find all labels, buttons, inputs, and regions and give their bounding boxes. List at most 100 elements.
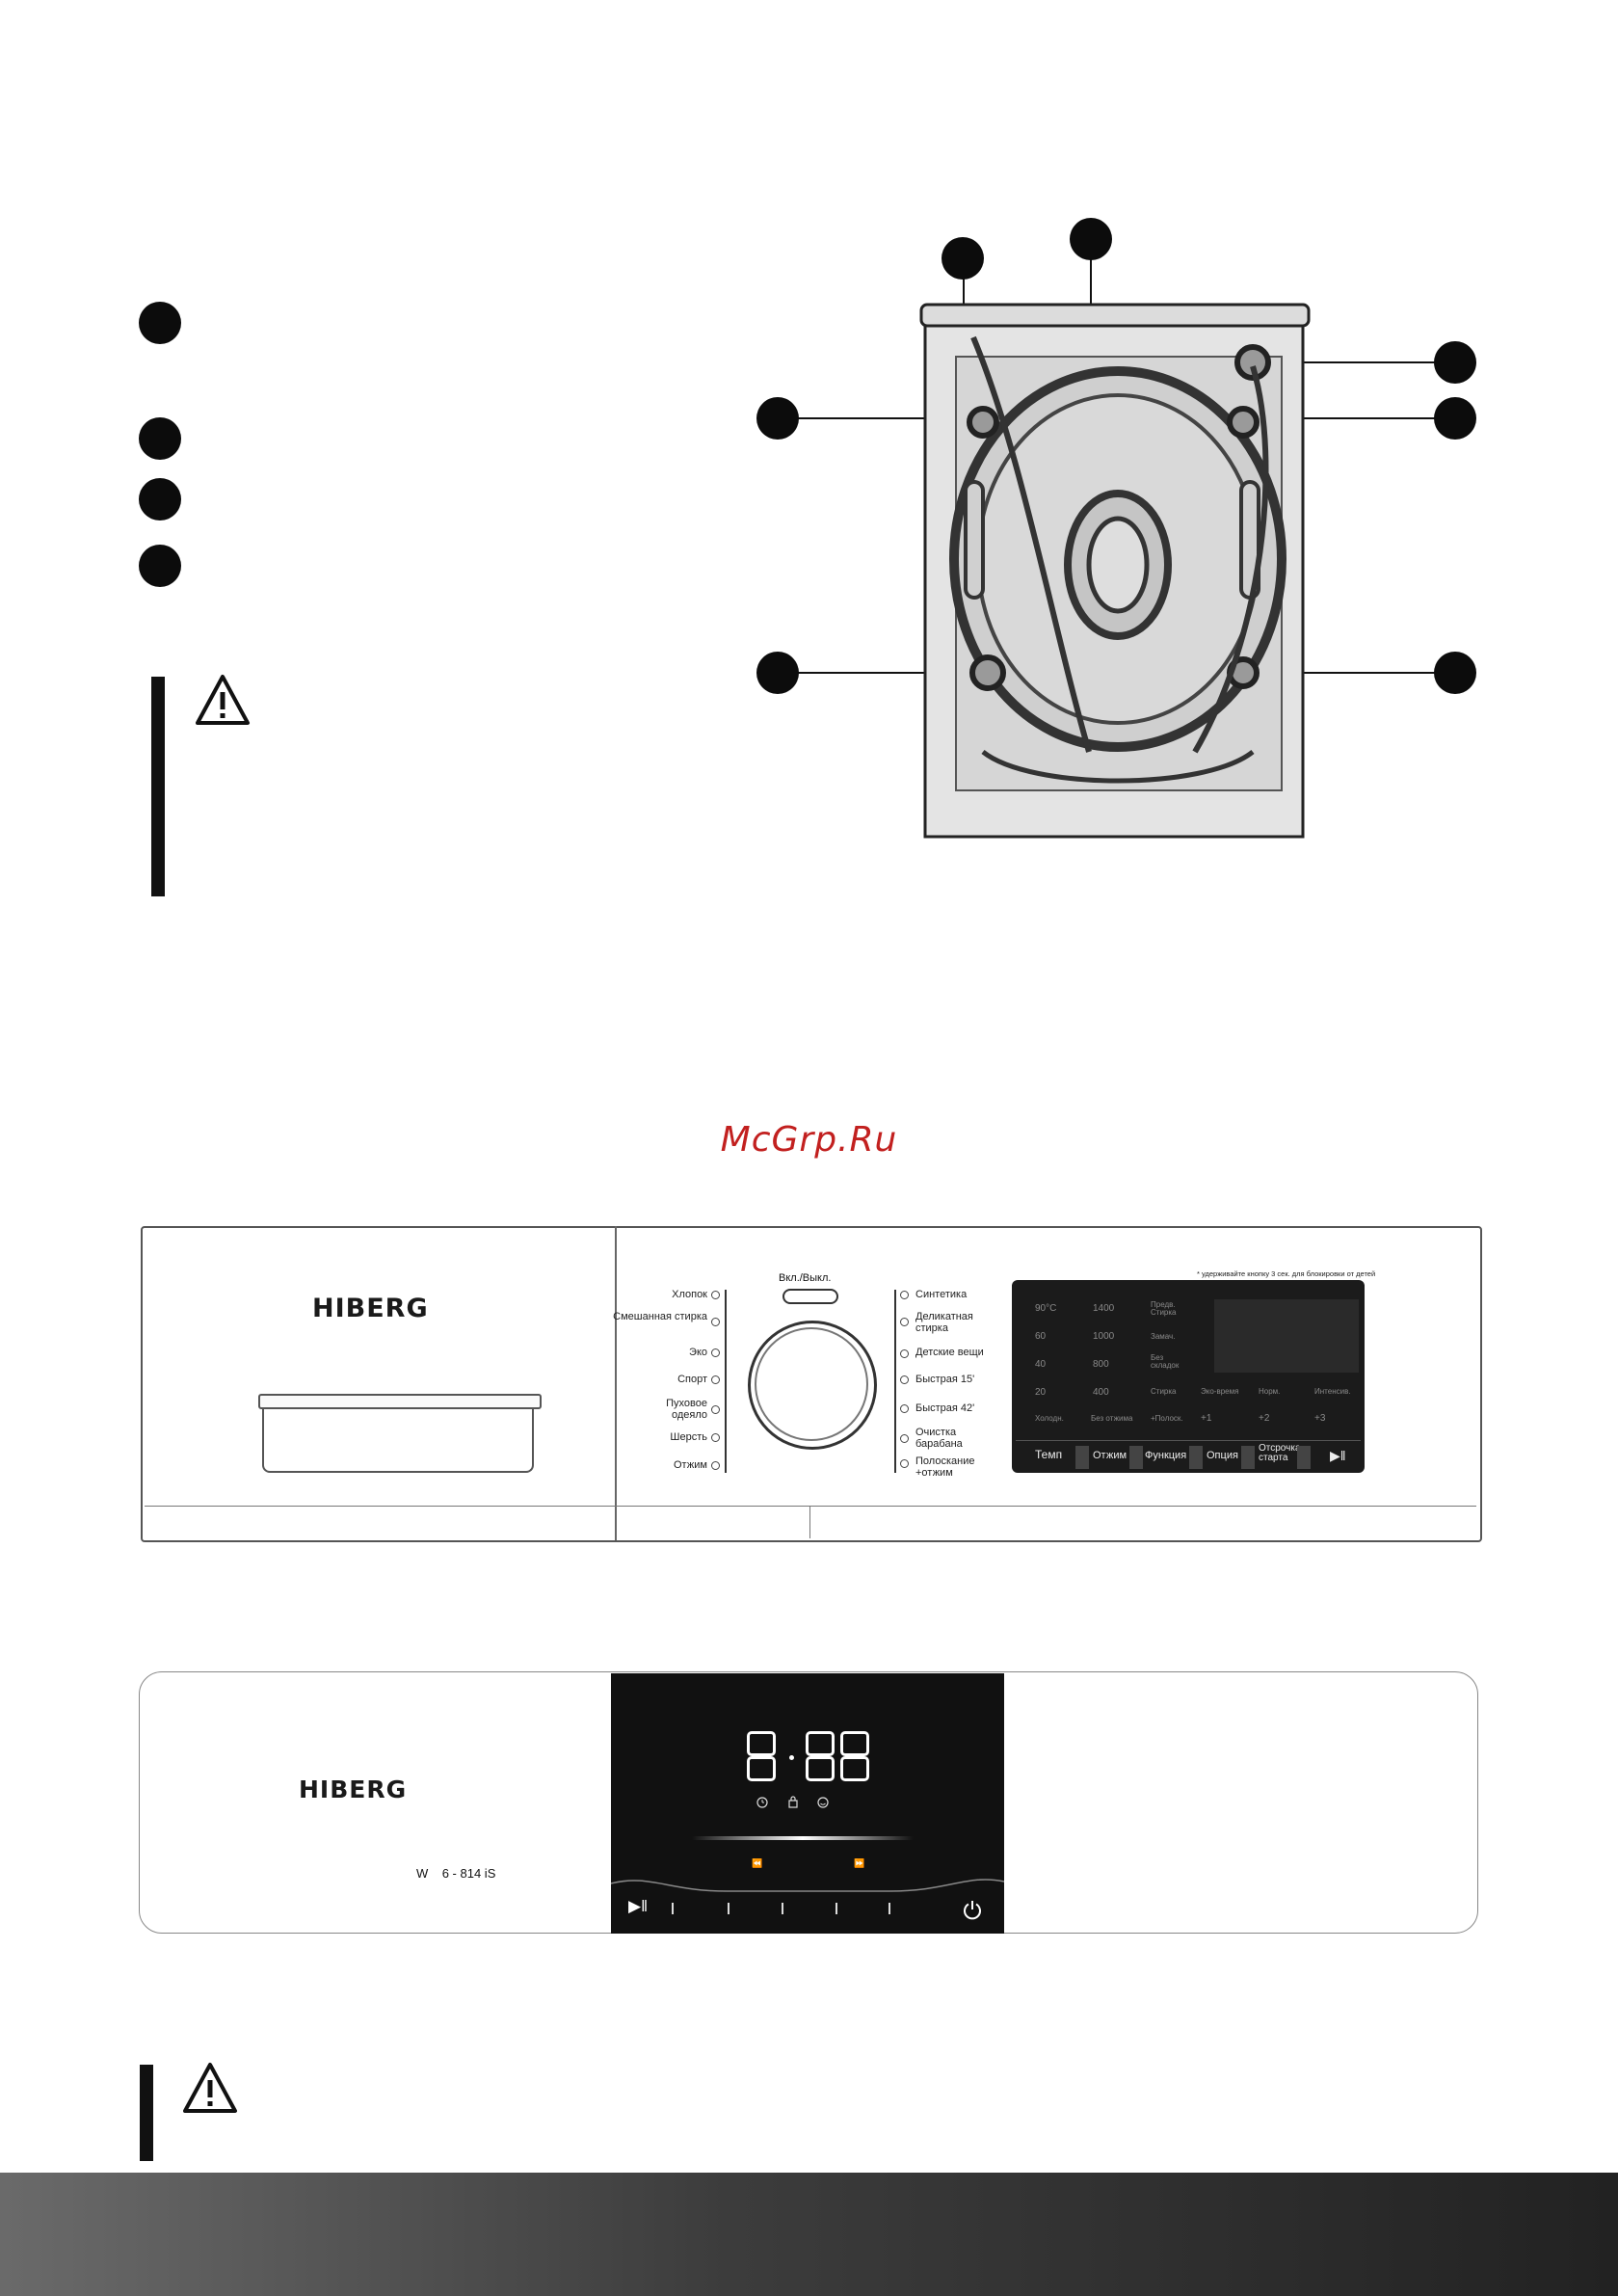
touch-strip-curve (611, 1879, 1004, 1892)
temp-60: 60 (1035, 1331, 1047, 1342)
lcd-button-strip (1016, 1440, 1361, 1441)
digit-3-bottom (840, 1756, 869, 1781)
lock-icon (788, 1796, 798, 1808)
power-button[interactable] (782, 1289, 838, 1304)
program-right-6: Очистка барабана (915, 1427, 963, 1450)
callout-marker-2 (139, 417, 181, 460)
spin-none: Без отжима (1091, 1414, 1133, 1423)
option-prewash: Предв. Стирка (1151, 1300, 1177, 1317)
model-number: W 6 - 814 iS (416, 1866, 496, 1881)
program-left-2-indicator[interactable] (711, 1318, 720, 1326)
clock-icon (756, 1797, 768, 1808)
program-right-7-indicator[interactable] (900, 1459, 909, 1468)
program-right-5: Быстрая 42' (915, 1402, 975, 1414)
mode-normal: Норм. (1259, 1387, 1281, 1396)
touch-button-5[interactable] (889, 1903, 890, 1914)
program-left-5: Пуховое одеяло (666, 1398, 707, 1421)
start-pause-button[interactable]: ▶‖ (1330, 1448, 1346, 1463)
panel-divider-2 (809, 1506, 810, 1538)
program-left-1: Хлопок (672, 1289, 707, 1300)
callout-marker-4 (139, 545, 181, 587)
program-left-4: Спорт (677, 1374, 707, 1385)
program-right-1-indicator[interactable] (900, 1291, 909, 1299)
programs-left-bar (725, 1290, 727, 1473)
callout-marker-1 (139, 302, 181, 344)
program-left-6: Шерсть (670, 1431, 707, 1443)
option-soak: Замач. (1151, 1332, 1176, 1341)
button-separator (1129, 1446, 1143, 1469)
program-left-7: Отжим (673, 1459, 707, 1471)
touch-button-1[interactable] (672, 1903, 674, 1914)
brand-logo: HIBERG (299, 1775, 408, 1803)
digit-1-bottom (747, 1756, 776, 1781)
temp-40: 40 (1035, 1359, 1047, 1370)
start-pause-button[interactable]: ▶‖ (628, 1897, 649, 1915)
power-button-label: Вкл./Выкл. (779, 1272, 832, 1284)
digit-3-top (840, 1731, 869, 1756)
program-left-2: Смешанная стирка (613, 1311, 707, 1322)
next-button[interactable]: ⏩ (854, 1858, 865, 1868)
program-right-4: Быстрая 15' (915, 1374, 975, 1385)
program-left-1-indicator[interactable] (711, 1291, 720, 1299)
program-dial[interactable] (748, 1321, 877, 1450)
warning-bar (151, 677, 165, 896)
temp-button[interactable]: Темп (1035, 1448, 1063, 1461)
program-right-2-indicator[interactable] (900, 1318, 909, 1326)
light-strip (692, 1836, 914, 1840)
program-left-3: Эко (689, 1347, 707, 1358)
temp-cold: Холодн. (1035, 1414, 1064, 1423)
power-icon[interactable] (962, 1899, 983, 1920)
callout-marker-3 (139, 478, 181, 521)
program-right-1: Синтетика (915, 1289, 968, 1300)
option-wash: Стирка (1151, 1387, 1177, 1396)
warning-icon (183, 2063, 237, 2113)
touch-button-3[interactable] (782, 1903, 783, 1914)
program-right-3: Детские вещи (915, 1347, 984, 1358)
mode-intensive: Интенсив. (1314, 1387, 1351, 1396)
function-button[interactable]: Функция (1145, 1450, 1187, 1461)
smile-icon (817, 1797, 829, 1808)
program-left-7-indicator[interactable] (711, 1461, 720, 1470)
program-left-5-indicator[interactable] (711, 1405, 720, 1414)
watermark: McGrp.Ru (720, 1120, 898, 1160)
touch-button-2[interactable] (728, 1903, 729, 1914)
program-right-3-indicator[interactable] (900, 1349, 909, 1358)
rinse-plus-3: +3 (1314, 1413, 1326, 1424)
delay-start-button[interactable]: Отсрочка старта (1259, 1443, 1301, 1463)
spin-1400: 1400 (1093, 1303, 1115, 1314)
program-right-4-indicator[interactable] (900, 1375, 909, 1384)
program-left-6-indicator[interactable] (711, 1433, 720, 1442)
program-left-3-indicator[interactable] (711, 1348, 720, 1357)
program-right-6-indicator[interactable] (900, 1434, 909, 1443)
spin-400: 400 (1093, 1387, 1109, 1398)
digit-1-top (747, 1731, 776, 1756)
option-button[interactable]: Опция (1207, 1450, 1238, 1461)
program-left-4-indicator[interactable] (711, 1375, 720, 1384)
digit-2-bottom (806, 1756, 835, 1781)
rinse-plus-2: +2 (1259, 1413, 1270, 1424)
warning-icon (196, 675, 250, 725)
display-panel (611, 1673, 1004, 1934)
colon-dot (789, 1755, 794, 1760)
button-separator (1241, 1446, 1255, 1469)
program-right-2: Деликатная стирка (915, 1311, 973, 1334)
detergent-drawer-handle[interactable] (258, 1394, 542, 1475)
child-lock-note: * удерживайте кнопку 3 сек. для блокиров… (1197, 1269, 1376, 1278)
temp-90: 90°C (1035, 1303, 1057, 1314)
washer-rear-diagram (756, 218, 1476, 839)
program-right-5-indicator[interactable] (900, 1404, 909, 1413)
temp-20: 20 (1035, 1387, 1047, 1398)
digit-2-top (806, 1731, 835, 1756)
lcd-screen-area (1214, 1299, 1359, 1373)
option-no-crease: Без складок (1151, 1353, 1180, 1370)
spin-button[interactable]: Отжим (1093, 1450, 1127, 1461)
programs-right-bar (894, 1290, 896, 1473)
touch-button-4[interactable] (836, 1903, 837, 1914)
panel-divider (615, 1226, 617, 1540)
spin-800: 800 (1093, 1359, 1109, 1370)
prev-button[interactable]: ⏪ (752, 1858, 763, 1868)
program-right-7: Полоскание +отжим (915, 1455, 975, 1479)
mode-eco-time: Эко-время (1201, 1387, 1239, 1396)
brand-logo: HIBERG (312, 1294, 429, 1323)
button-separator (1189, 1446, 1203, 1469)
